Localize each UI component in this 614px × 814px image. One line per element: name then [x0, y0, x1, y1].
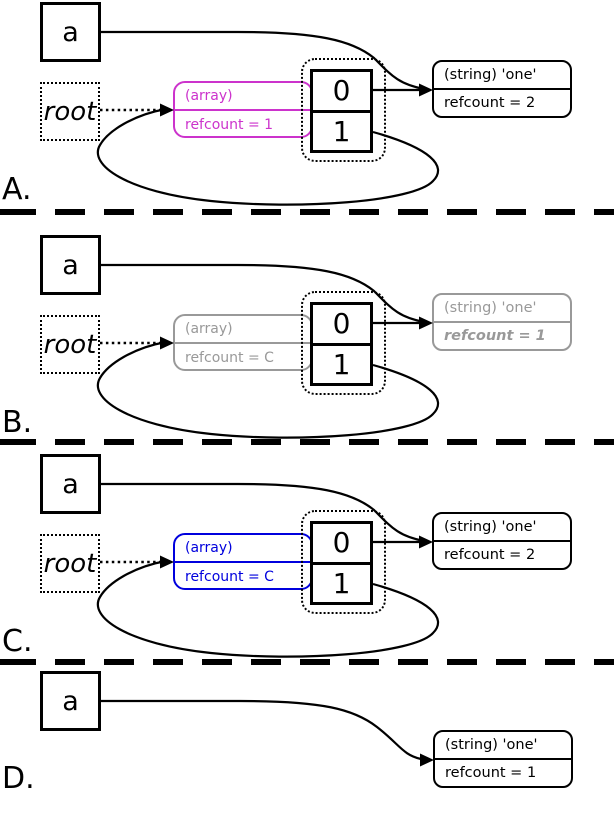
string-node: (string) 'one' refcount = 2 — [432, 512, 572, 570]
array-type-label: (array) — [185, 88, 233, 104]
slot-1: 1 — [313, 561, 370, 603]
string-node: (string) 'one' refcount = 1 — [432, 293, 572, 351]
panel-label: D. — [2, 761, 35, 796]
string-type-label: (string) 'one' — [445, 737, 538, 753]
string-refcount-label: refcount = 2 — [434, 88, 570, 116]
string-type-label: (string) 'one' — [444, 67, 537, 83]
panel-d: a (string) 'one' refcount = 1 D. — [0, 671, 614, 814]
array-slots-table: 0 1 — [310, 69, 373, 153]
panel-b: (array) refcount = C 0 1 a root (string)… — [0, 235, 614, 447]
string-arrowhead-icon — [420, 753, 434, 767]
array-refcount-label: refcount = C — [175, 561, 311, 590]
variable-box-a: a — [40, 235, 101, 295]
array-type-label: (array) — [185, 321, 233, 337]
slot-0: 0 — [332, 74, 351, 108]
panel-label: B. — [2, 405, 33, 440]
variable-box-a: a — [40, 2, 101, 62]
root-box: root — [40, 534, 100, 593]
separator-dashed-line — [0, 439, 614, 445]
string-node: (string) 'one' refcount = 2 — [432, 60, 572, 118]
panel-label: A. — [2, 172, 32, 207]
slot-1: 1 — [313, 109, 370, 151]
panel-a: (array) refcount = 1 0 1 a root (string)… — [0, 2, 614, 214]
array-type-label: (array) — [185, 540, 233, 556]
root-box: root — [40, 82, 100, 141]
string-arrowhead-icon — [419, 316, 433, 330]
root-box: root — [40, 315, 100, 374]
string-type-label: (string) 'one' — [444, 519, 537, 535]
variable-box-a: a — [40, 671, 101, 731]
panel-label: C. — [2, 624, 33, 659]
array-arrowhead-icon — [160, 555, 174, 569]
string-arrowhead-icon — [419, 83, 433, 97]
array-slots-table: 0 1 — [310, 521, 373, 605]
array-refcount-label: refcount = C — [175, 342, 311, 371]
string-arrowhead-icon — [419, 535, 433, 549]
slot-0: 0 — [332, 307, 351, 341]
string-refcount-label: refcount = 1 — [435, 758, 571, 786]
array-refcount-label: refcount = 1 — [175, 109, 311, 138]
string-type-label: (string) 'one' — [444, 300, 537, 316]
array-slots-table: 0 1 — [310, 302, 373, 386]
separator-dashed-line — [0, 659, 614, 665]
string-node: (string) 'one' refcount = 1 — [433, 730, 573, 788]
array-arrowhead-icon — [160, 336, 174, 350]
array-arrowhead-icon — [160, 103, 174, 117]
string-refcount-label: refcount = 1 — [434, 321, 570, 349]
array-node: (array) refcount = 1 — [173, 81, 313, 138]
array-node: (array) refcount = C — [173, 533, 313, 590]
separator-dashed-line — [0, 209, 614, 215]
array-node: (array) refcount = C — [173, 314, 313, 371]
slot-0: 0 — [332, 526, 351, 560]
variable-box-a: a — [40, 454, 101, 514]
a-to-string-wire — [101, 699, 422, 761]
string-refcount-label: refcount = 2 — [434, 540, 570, 568]
panel-c: (array) refcount = C 0 1 a root (string)… — [0, 454, 614, 666]
slot-1: 1 — [313, 342, 370, 384]
